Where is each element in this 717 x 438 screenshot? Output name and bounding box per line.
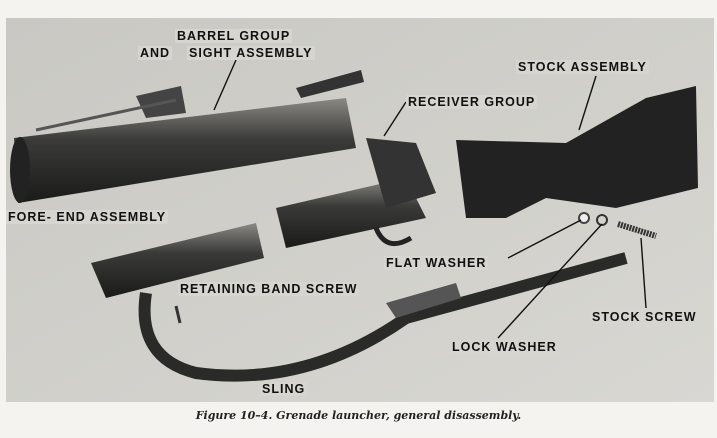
label-sling: SLING bbox=[260, 382, 308, 396]
stock-assembly bbox=[456, 86, 698, 218]
sling bbox=[138, 252, 628, 382]
figure-caption: Figure 10–4. Grenade launcher, general d… bbox=[195, 409, 522, 422]
label-lock-washer: LOCK WASHER bbox=[450, 340, 559, 354]
fore-end-assembly bbox=[91, 223, 264, 298]
label-fore-end-assembly: FORE- END ASSEMBLY bbox=[6, 210, 169, 224]
label-flat-washer: FLAT WASHER bbox=[384, 256, 489, 270]
label-barrel-group: BARREL GROUP bbox=[175, 29, 293, 43]
label-receiver-group: RECEIVER GROUP bbox=[406, 95, 538, 109]
label-retaining-band-screw: RETAINING BAND SCREW bbox=[178, 282, 360, 296]
barrel-group bbox=[10, 70, 364, 203]
flat-washer bbox=[578, 212, 590, 224]
receiver-group bbox=[276, 138, 436, 248]
retaining-band-screw bbox=[174, 305, 182, 324]
label-and: AND bbox=[138, 46, 173, 60]
label-stock-assembly: STOCK ASSEMBLY bbox=[516, 60, 649, 74]
label-stock-screw: STOCK SCREW bbox=[590, 310, 699, 324]
stock-screw bbox=[617, 221, 657, 239]
leader-lines bbox=[213, 59, 647, 339]
label-sight-assembly: SIGHT ASSEMBLY bbox=[187, 46, 315, 60]
